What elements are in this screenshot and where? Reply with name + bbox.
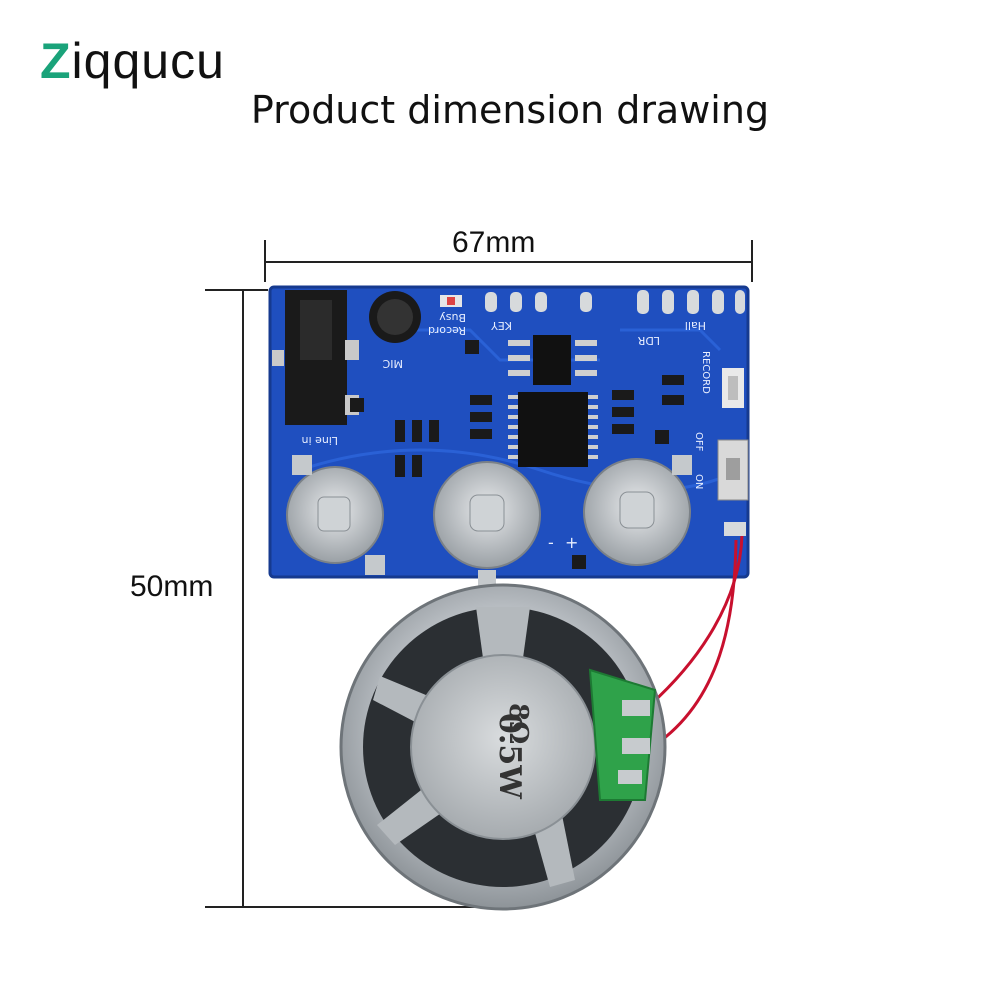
ldr-label: LDR [637, 334, 660, 347]
microphone [369, 291, 421, 343]
width-dimension-label: 67mm [452, 226, 536, 259]
hall-label: Hall [685, 319, 706, 332]
smd-components [350, 340, 684, 569]
width-dimension-line [264, 240, 753, 282]
main-ic-chip [508, 335, 598, 467]
solder-pads [485, 290, 745, 314]
record-button-label: RECORD [700, 351, 711, 394]
plus-label: + [565, 533, 578, 552]
record-button[interactable] [722, 368, 744, 408]
brand-logo-prefix: Z [40, 33, 72, 89]
speaker-power-label: 0.5W [492, 713, 527, 800]
coin-battery-3 [583, 455, 692, 566]
power-switch[interactable] [717, 439, 749, 501]
minus-label: - [548, 533, 554, 552]
on-label: ON [693, 474, 704, 489]
key-label: KEY [491, 319, 512, 332]
off-label: OFF [693, 432, 704, 452]
line-in-jack [272, 290, 359, 425]
brand-logo: Ziqqucu [40, 32, 225, 90]
line-in-label: Line in [302, 434, 338, 447]
busy-led [440, 295, 462, 307]
height-dimension-label: 50mm [130, 570, 214, 603]
brand-logo-rest: iqqucu [71, 33, 225, 89]
coin-battery-2 [433, 461, 541, 590]
speaker-impedance-label: 8Ω [503, 703, 533, 744]
busy-label: Busy [439, 311, 466, 324]
record-label: Record [428, 324, 466, 337]
mic-label: MIC [382, 357, 403, 370]
speaker-wires [648, 522, 746, 747]
coin-battery-1 [286, 455, 385, 575]
speaker-terminal [588, 668, 657, 801]
speaker: 8Ω 0.5W [339, 583, 667, 911]
page-title: Product dimension drawing [250, 88, 770, 132]
